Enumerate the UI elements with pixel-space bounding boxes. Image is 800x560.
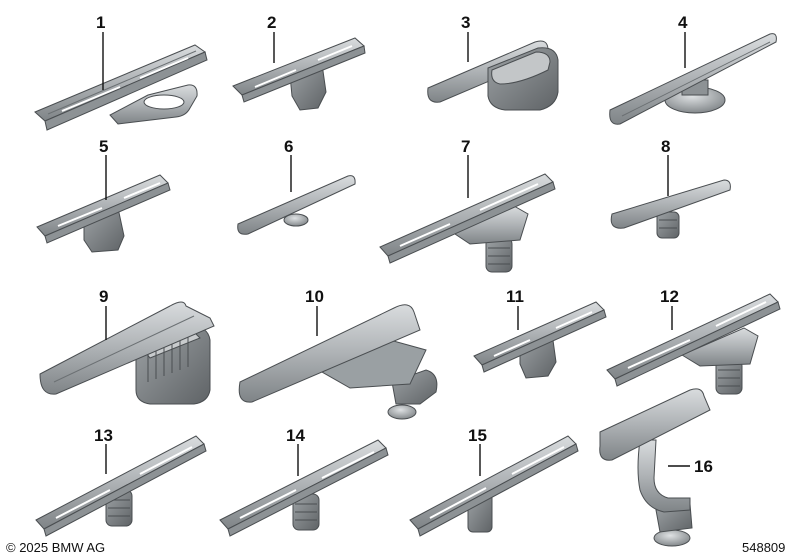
part-6-clip [237,175,356,235]
part-3-clip [427,40,559,111]
leader-lines [102,32,690,476]
part-14-clip [219,439,389,537]
part-15-clip [409,435,579,537]
part-9-clip [39,301,215,405]
callout-3: 3 [461,13,470,32]
callout-14: 14 [286,426,305,445]
part-13-clip [35,435,207,537]
part-11-clip [473,301,607,379]
callout-labels: 1 2 3 4 5 6 7 8 9 10 11 12 13 14 15 16 [94,13,713,476]
part-7-clip [379,173,556,273]
callout-10: 10 [305,287,324,306]
part-10-clip [238,304,438,420]
part-8-clip [610,179,731,239]
diagram-number: 548809 [742,540,786,555]
callout-6: 6 [284,137,293,156]
callout-12: 12 [660,287,679,306]
part-1-clip [34,44,208,131]
callout-16: 16 [694,457,713,476]
part-12-clip [606,293,781,395]
callout-1: 1 [96,13,105,32]
callout-11: 11 [506,287,524,306]
part-4-clip [609,33,777,125]
callout-9: 9 [99,287,108,306]
part-2-clip [232,37,366,111]
callout-4: 4 [678,13,688,32]
callout-7: 7 [461,137,470,156]
copyright-notice: © 2025 BMW AG [6,540,106,555]
callout-13: 13 [94,426,113,445]
callout-15: 15 [468,426,487,445]
callout-8: 8 [661,137,670,156]
part-5-clip [36,174,171,253]
callout-5: 5 [99,137,108,156]
part-16-clip [599,388,711,547]
callout-2: 2 [267,13,276,32]
